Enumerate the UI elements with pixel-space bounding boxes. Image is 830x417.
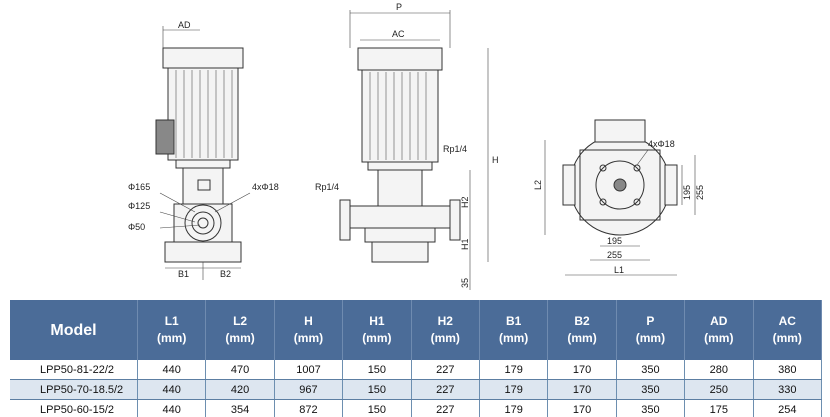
dim-v255-label: 255 [695,185,705,200]
top-view-drawing: 4xΦ18 L2 195 255 195 255 L1 [533,119,705,276]
header-ad: AD (mm) [684,300,754,360]
dim-top-holes-label: 4xΦ18 [648,139,675,149]
side-view-drawing: P AC Rp1/4 Rp1/4 H H2 H1 35 [315,2,499,290]
cell-value: 350 [616,399,686,417]
dim-rp-right-label: Rp1/4 [443,144,467,154]
dim-h1-label: H1 [460,238,470,250]
dim-l2-label: L2 [533,180,543,190]
dim-base-label: 35 [460,278,470,288]
header-name: H2 [437,314,453,328]
cell-value: 250 [684,379,754,400]
header-unit: (mm) [635,331,666,345]
header-unit: (mm) [225,331,255,345]
header-l2: L2 (mm) [205,300,275,360]
dimension-table: Model L1 (mm) L2 (mm) H (mm) H1 (mm) H2 (mm) B1 (mm)… [10,300,823,417]
header-unit: (mm) [293,331,324,345]
dim-ad-label: AD [178,20,191,30]
header-unit: (mm) [567,331,597,345]
header-b2: B2 (mm) [547,300,617,360]
dim-p-label: P [396,2,402,12]
header-name: AC [778,314,796,328]
cell-value: 254 [753,399,823,417]
header-name: L1 [164,314,179,328]
cell-value: 227 [411,360,480,380]
front-view-drawing: AD Φ165 Φ125 Φ50 4xΦ18 B1 B2 [128,20,279,280]
cell-value: 179 [479,360,549,380]
header-unit: (mm) [157,331,187,345]
dim-l1-label: L1 [614,265,624,275]
cell-value: 440 [137,360,207,380]
cell-value: 440 [137,399,207,417]
cell-value: 170 [547,360,617,380]
dim-d125-label: Φ125 [128,201,150,211]
cell-model: LPP50-70-18.5/2 [10,379,138,400]
dim-v195-label: 195 [682,185,692,200]
dim-rp-left-label: Rp1/4 [315,182,339,192]
header-unit: (mm) [772,331,802,345]
header-unit: (mm) [498,331,529,345]
dim-h255-label: 255 [607,250,622,260]
dim-holes-label: 4xΦ18 [252,182,279,192]
cell-value: 179 [479,379,549,400]
cell-value: 1007 [274,360,344,380]
header-name: AD [710,314,728,328]
header-unit: (mm) [430,331,460,345]
cell-value: 150 [342,379,412,400]
cell-value: 330 [753,379,823,400]
dim-b1-label: B1 [178,269,189,279]
cell-value: 440 [137,379,207,400]
dimension-drawings: AD Φ165 Φ125 Φ50 4xΦ18 B1 B2 P AC Rp1/4 … [128,2,705,290]
header-name: P [646,314,655,328]
header-unit: (mm) [704,331,734,345]
cell-value: 967 [274,379,344,400]
cell-model: LPP50-60-15/2 [10,399,138,417]
header-name: H [304,314,313,328]
dim-d165-label: Φ165 [128,182,150,192]
header-l1: L1 (mm) [137,300,207,360]
cell-value: 280 [684,360,754,380]
cell-value: 350 [616,379,686,400]
dim-h195-label: 195 [607,236,622,246]
cell-value: 227 [411,399,480,417]
dim-d50-label: Φ50 [128,222,145,232]
cell-value: 354 [205,399,275,417]
header-model: Model [10,300,138,360]
cell-value: 150 [342,399,412,417]
dim-h-label: H [492,155,499,165]
cell-value: 872 [274,399,344,417]
header-unit: (mm) [362,331,392,345]
header-name: B2 [574,314,590,328]
header-h1: H1 (mm) [342,300,412,360]
cell-value: 420 [205,379,275,400]
cell-value: 350 [616,360,686,380]
header-name: H1 [369,314,385,328]
header-p: P (mm) [616,300,686,360]
header-h2: H2 (mm) [411,300,480,360]
header-name: L2 [233,314,248,328]
cell-model: LPP50-81-22/2 [10,360,138,380]
header-name: B1 [505,314,522,328]
cell-value: 470 [205,360,275,380]
cell-value: 179 [479,399,549,417]
header-name: Model [50,321,97,339]
table-header-row: Model L1 (mm) L2 (mm) H (mm) H1 (mm) H2 (mm) B1 (mm)… [10,300,823,360]
cell-value: 170 [547,379,617,400]
dim-h2-label: H2 [460,196,470,208]
cell-value: 380 [753,360,823,380]
cell-value: 170 [547,399,617,417]
cell-value: 175 [684,399,754,417]
header-b1: B1 (mm) [479,300,549,360]
cell-value: 150 [342,360,412,380]
dim-ac-label: AC [392,29,405,39]
header-h: H (mm) [274,300,344,360]
dim-b2-label: B2 [220,269,231,279]
header-ac: AC (mm) [753,300,823,360]
cell-value: 227 [411,379,480,400]
